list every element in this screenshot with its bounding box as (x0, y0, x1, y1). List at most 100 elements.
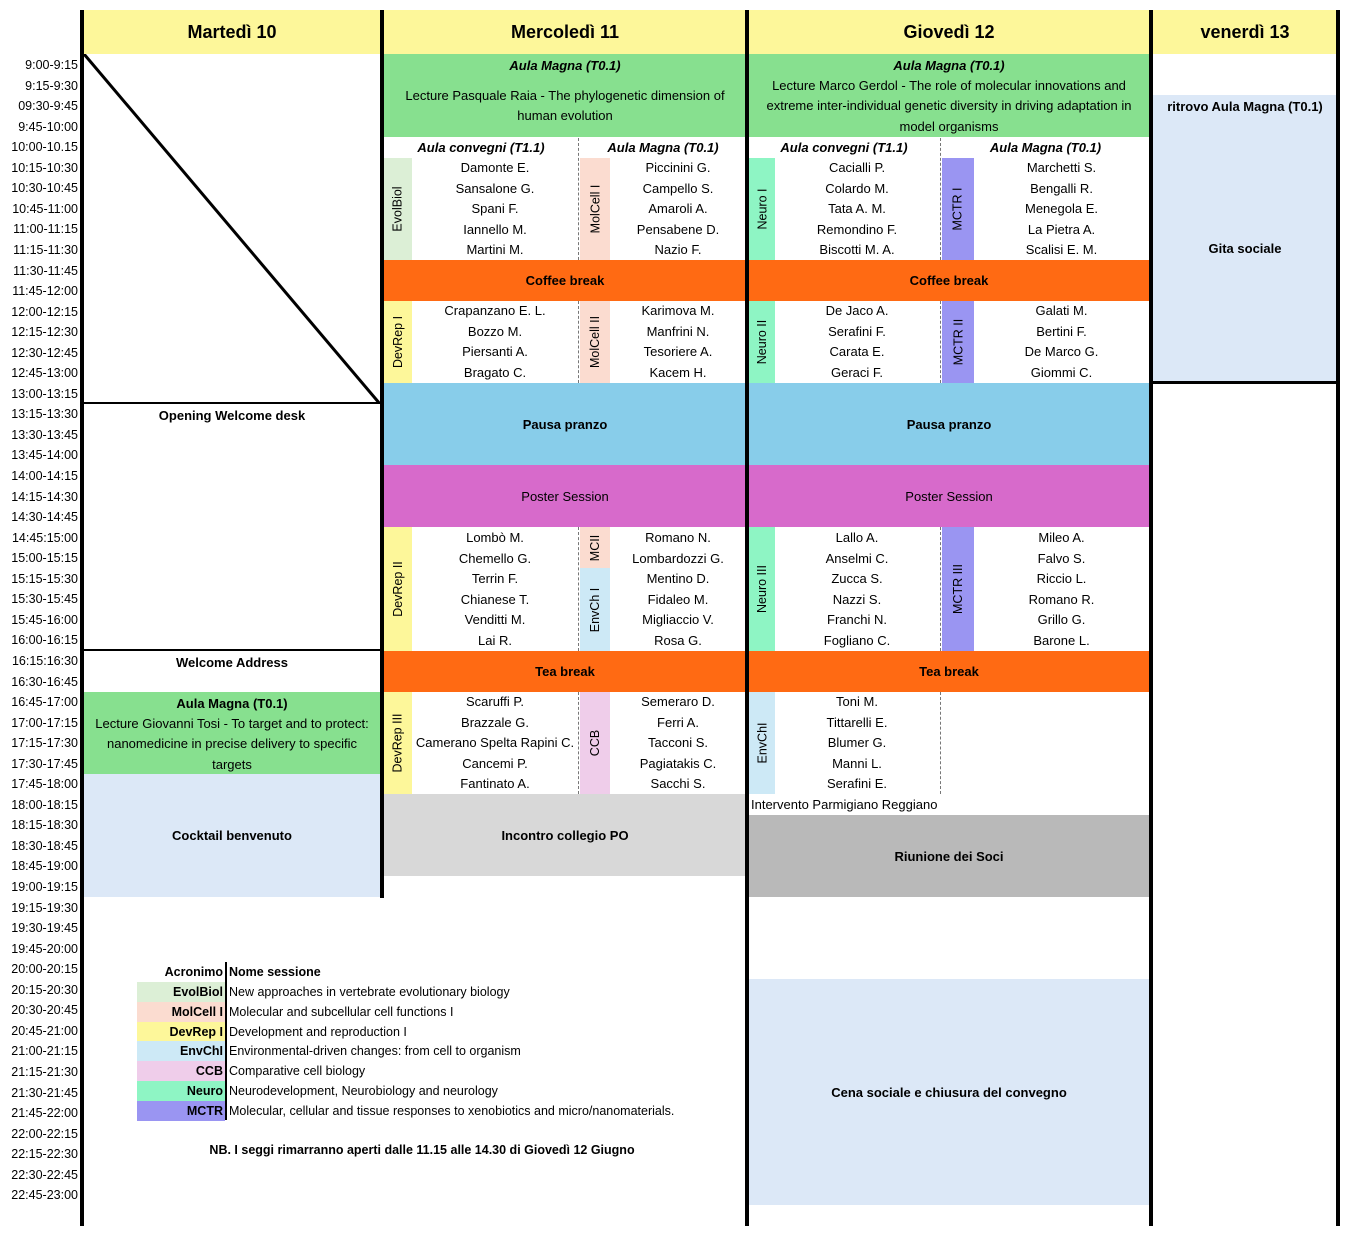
lecture-room: Aula Magna (T0.1) (509, 58, 621, 73)
speaker-name: Ferri A. (657, 714, 699, 730)
speaker-name: Brazzale G. (461, 714, 529, 730)
speaker-name: Marchetti S. (1026, 160, 1097, 175)
session-tag-envchi: EnvChI (749, 692, 775, 794)
grid-line (380, 10, 384, 898)
speaker-name: Semeraro D. (641, 694, 715, 709)
time-slot: 12:45-13:00 (11, 366, 78, 381)
speaker-list: De Jaco A.Serafini F.Carata E.Geraci F. (775, 301, 939, 383)
room-aula-convegni: Aula convegni (T1.1) (417, 140, 545, 155)
time-slot: 17:15-17:30 (11, 736, 78, 751)
time-slot: 15:00-15:15 (11, 551, 78, 566)
tea-break: Tea break (384, 651, 746, 692)
speaker-name: Riccio L. (1036, 571, 1087, 587)
time-slot: 11:00-11:15 (13, 222, 78, 237)
speaker-name: Chemello G. (458, 550, 532, 566)
session-tag-mctr-ii: MCTR II (942, 301, 974, 383)
speaker-name: Tacconi S. (648, 735, 708, 751)
session-tag-evolbiol: EvolBiol (384, 158, 412, 260)
speaker-name: Migliaccio V. (642, 612, 714, 628)
speaker-name: Piccinini G. (645, 160, 711, 175)
speaker-name: Bertini F. (1036, 323, 1087, 339)
legend-session-name: Molecular, cellular and tissue responses… (229, 1103, 675, 1118)
speaker-name: Fidaleo M. (647, 591, 709, 607)
speaker-name: Lai R. (478, 632, 512, 648)
speaker-list: Mileo A.Falvo S.Riccio L.Romano R.Grillo… (974, 528, 1149, 652)
intervento-parmigiano: Intervento Parmigiano Reggiano (751, 797, 938, 812)
lecture-room: Aula Magna (T0.1) (893, 58, 1005, 73)
speaker-list: Cacialli P.Colardo M.Tata A. M.Remondino… (775, 158, 939, 261)
speaker-name: Bozzo M. (467, 323, 523, 339)
speaker-name: Giommi C. (1030, 364, 1093, 380)
unused-slot-diagonal (84, 54, 380, 404)
speaker-name: Toni M. (836, 694, 878, 709)
speaker-name: Amaroli A. (648, 201, 708, 217)
speaker-name: Pensabene D. (636, 221, 720, 237)
day-header-thu: Giovedì 12 (749, 10, 1149, 54)
time-slot: 11:30-11:45 (13, 263, 78, 278)
speaker-name: Iannello M. (463, 221, 527, 237)
speaker-list: Galati M.Bertini F.De Marco G.Giommi C. (974, 301, 1149, 383)
time-slot: 09:30-9:45 (18, 99, 78, 114)
speaker-name: Camerano Spelta Rapini C. (415, 735, 575, 751)
speaker-name: Scaruffi P. (465, 694, 525, 709)
grid-line (1336, 10, 1340, 1226)
legend-session-name: Environmental-driven changes: from cell … (229, 1044, 521, 1059)
speaker-list: Toni M.Tittarelli E.Blumer G.Manni L.Ser… (775, 692, 939, 795)
time-slot: 19:15-19:30 (11, 900, 78, 915)
time-slot: 18:30-18:45 (11, 838, 78, 853)
time-slot: 21:00-21:15 (11, 1044, 78, 1059)
opening-welcome-desk: Opening Welcome desk (158, 407, 306, 423)
speaker-name: Zucca S. (831, 571, 883, 587)
speaker-name: Romano N. (645, 530, 711, 545)
speaker-list: Damonte E.Sansalone G.Spani F.Iannello M… (412, 158, 578, 261)
speaker-name: Bragato C. (463, 364, 527, 380)
thu-lecture-block: Aula Magna (T0.1) Lecture Marco Gerdol -… (749, 54, 1149, 137)
legend-note: NB. I seggi rimarranno aperti dalle 11.1… (209, 1143, 635, 1157)
time-slot: 20:45-21:00 (11, 1023, 78, 1038)
speaker-name: Grillo G. (1037, 612, 1086, 628)
legend-session-name: Neurodevelopment, Neurobiology and neuro… (229, 1084, 498, 1098)
time-slot: 22:30-22:45 (11, 1167, 78, 1182)
time-slot: 12:00-12:15 (11, 304, 78, 319)
speaker-list: Piccinini G.Campello S.Amaroli A.Pensabe… (610, 158, 746, 261)
room-aula-magna: Aula Magna (T0.1) (989, 140, 1102, 155)
speaker-name: Falvo S. (1037, 550, 1086, 566)
time-slot: 16:30-16:45 (11, 674, 78, 689)
grid-line (1149, 10, 1153, 1226)
speaker-name: Chianese T. (460, 591, 530, 607)
speaker-name: Sacchi S. (650, 776, 706, 792)
speaker-name: Serafini E. (827, 776, 887, 792)
time-slot: 21:45-22:00 (11, 1106, 78, 1121)
speaker-name: Crapanzano E. L. (444, 303, 546, 318)
tea-break: Tea break (749, 651, 1149, 692)
speaker-name: Geraci F. (830, 364, 883, 380)
poster-session: Poster Session (749, 465, 1149, 527)
speaker-name: Pagiatakis C. (639, 755, 717, 771)
speaker-name: Galati M. (1035, 303, 1088, 318)
ritrovo-aula-magna: ritrovo Aula Magna (T0.1) (1167, 99, 1323, 114)
time-slot: 10:30-10:45 (11, 181, 78, 196)
legend-header-acronym: Acronimo (164, 965, 223, 979)
speaker-name: Tesoriere A. (643, 344, 713, 360)
time-slot: 16:45-17:00 (11, 695, 78, 710)
session-tag-envch-i: EnvCh I (580, 568, 610, 651)
speaker-name: Mileo A. (1038, 530, 1085, 545)
time-slot: 9:00-9:15 (25, 58, 78, 72)
legend-header-name: Nome sessione (229, 965, 321, 979)
speaker-list: Lallo A.Anselmi C.Zucca S.Nazzi S.Franch… (775, 528, 939, 652)
legend-acronym: EvolBiol (137, 982, 225, 1002)
session-tag-mctr-i: MCTR I (942, 158, 974, 260)
speaker-name: Sansalone G. (455, 180, 535, 196)
speaker-list: Crapanzano E. L.Bozzo M.Piersanti A.Brag… (412, 301, 578, 383)
divider (940, 692, 941, 794)
speaker-name: Lombardozzi G. (632, 550, 724, 566)
divider (940, 301, 941, 383)
lecture-title: Lecture Giovanni Tosi - To target and to… (95, 716, 369, 772)
session-tag-molcell-ii: MolCell II (580, 301, 610, 383)
time-slot: 20:00-20:15 (11, 962, 78, 977)
time-slot: 14:00-14:15 (11, 469, 78, 483)
speaker-name: Lallo A. (835, 530, 879, 545)
legend-session-name: New approaches in vertebrate evolutionar… (229, 985, 510, 999)
speaker-list: Semeraro D. Ferri A. Tacconi S. Pagiatakis … (610, 692, 746, 795)
divider (578, 692, 579, 794)
